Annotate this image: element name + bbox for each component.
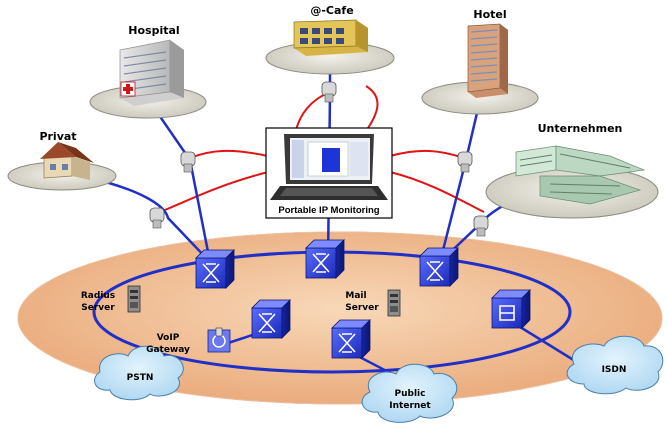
mail-server-label: Mail (345, 291, 366, 301)
probe-icon (149, 207, 165, 229)
unternehmen-site (485, 145, 659, 219)
pstn-cloud (94, 345, 184, 401)
radius-server-icon (127, 285, 141, 313)
voip-gateway-label: VoIP (157, 333, 180, 343)
probe-icon (457, 151, 473, 173)
switch-icon (331, 319, 371, 359)
hospital-label: Hospital (128, 24, 179, 37)
public-internet-cloud (361, 363, 458, 423)
radius-server-label: Radius (81, 291, 115, 301)
probe-icon (473, 215, 489, 237)
internet-label: Internet (389, 401, 431, 411)
privat-label: Privat (39, 130, 76, 143)
laptop-caption: Portable IP Monitoring (278, 205, 379, 216)
privat-site (7, 142, 117, 191)
radius-server-label: Server (81, 303, 115, 313)
switch-icon (419, 247, 459, 287)
isdn-cloud (566, 335, 664, 395)
internet-label: Public (395, 389, 426, 399)
probe-icon (321, 81, 337, 103)
cafe-label: @-Cafe (310, 4, 353, 17)
voip-gateway-icon (207, 327, 231, 353)
hotel-label: Hotel (473, 8, 506, 21)
switch-icon (251, 299, 291, 339)
switches (195, 239, 531, 359)
hotel-site (421, 23, 539, 115)
unternehmen-label: Unternehmen (538, 122, 623, 135)
mail-server-label: Server (345, 303, 379, 313)
switch-icon (195, 249, 235, 289)
probe-icon (180, 151, 196, 173)
pstn-label: PSTN (127, 373, 154, 383)
laptop-monitor (265, 127, 393, 219)
cafe-site (265, 19, 395, 75)
hospital-site (89, 39, 207, 119)
switch-icon (305, 239, 345, 279)
voip-gateway-label: Gateway (146, 345, 190, 355)
isdn-label: ISDN (602, 365, 627, 375)
mail-server-icon (387, 289, 401, 317)
switch-icon (491, 289, 531, 329)
